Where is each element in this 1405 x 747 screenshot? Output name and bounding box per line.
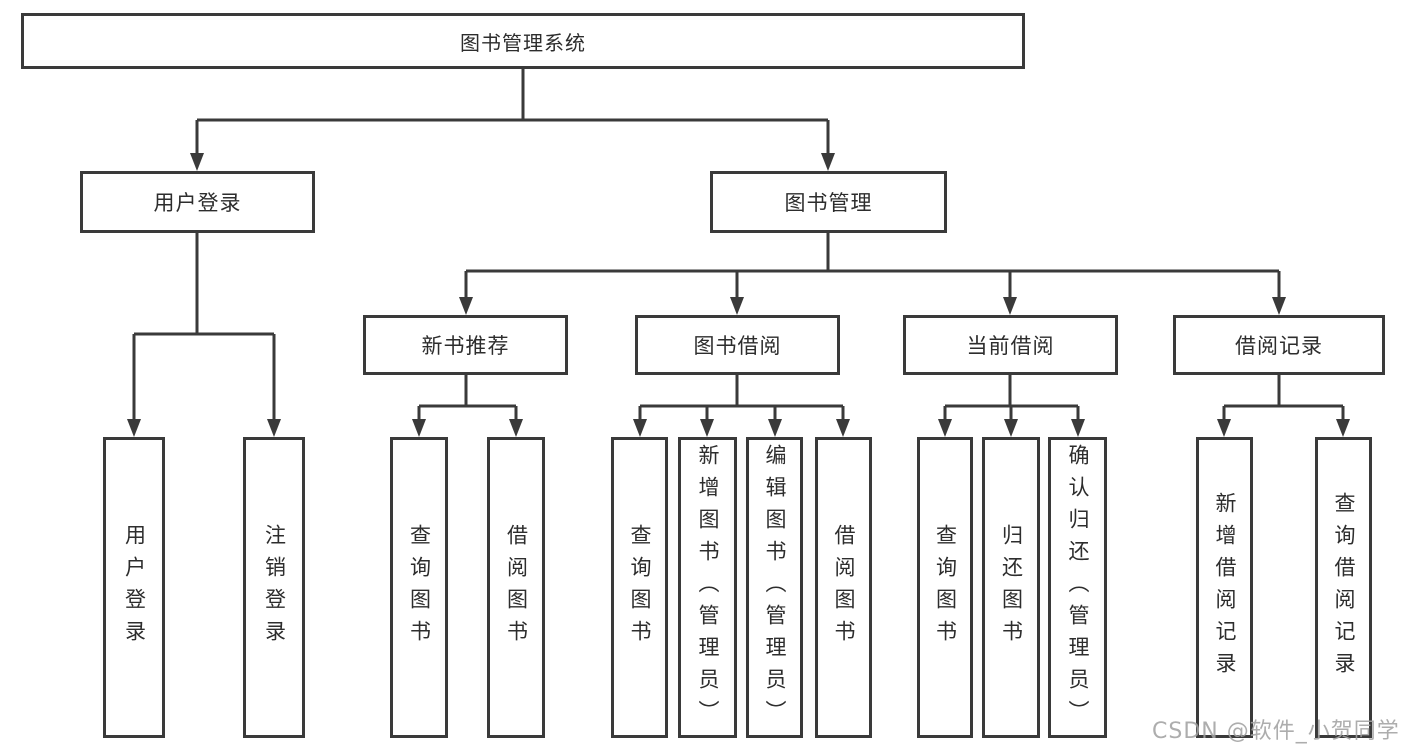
leaf-query-books-borrowing: 查询图书 <box>611 437 668 738</box>
leaf-query-books-current: 查询图书 <box>917 437 973 738</box>
leaf-add-books-admin: 新增图书（管理员） <box>678 437 737 738</box>
leaf-edit-books-admin: 编辑图书（管理员） <box>746 437 803 738</box>
node-book-management: 图书管理 <box>710 171 947 233</box>
leaf-add-borrow-record: 新增借阅记录 <box>1196 437 1253 738</box>
leaf-logout: 注销登录 <box>243 437 305 738</box>
node-book-borrowing: 图书借阅 <box>635 315 840 375</box>
csdn-watermark: CSDN @软件_小贺同学 <box>1152 719 1400 744</box>
leaf-confirm-return-admin: 确认归还（管理员） <box>1048 437 1107 738</box>
node-user-login: 用户登录 <box>80 171 315 233</box>
leaf-query-borrow-record: 查询借阅记录 <box>1315 437 1372 738</box>
leaf-return-books: 归还图书 <box>982 437 1040 738</box>
node-borrowing-records: 借阅记录 <box>1173 315 1385 375</box>
leaf-query-books-recommend: 查询图书 <box>390 437 448 738</box>
leaf-borrow-books: 借阅图书 <box>815 437 872 738</box>
node-current-borrowing: 当前借阅 <box>903 315 1118 375</box>
leaf-borrow-books-recommend: 借阅图书 <box>487 437 545 738</box>
node-library-management-system: 图书管理系统 <box>21 13 1025 69</box>
node-new-book-recommendation: 新书推荐 <box>363 315 568 375</box>
leaf-user-login: 用户登录 <box>103 437 165 738</box>
